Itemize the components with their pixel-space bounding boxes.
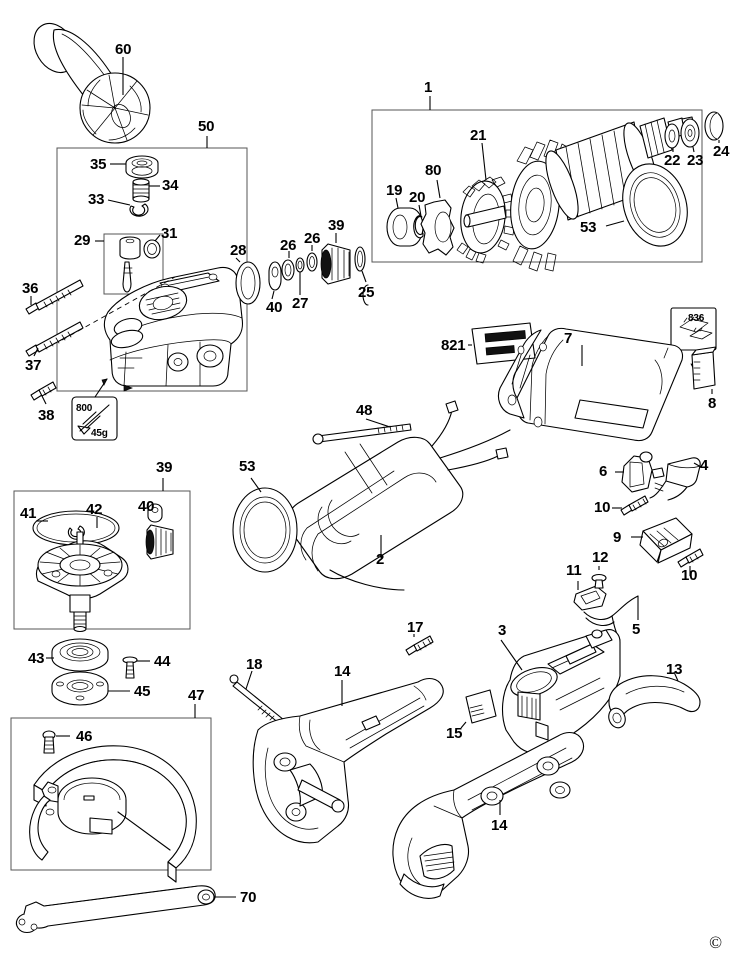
callout-24: 24	[713, 143, 730, 160]
callout-33: 33	[88, 191, 105, 208]
callout-50: 50	[198, 118, 215, 135]
callout-26b: 26	[304, 230, 321, 247]
callout-19: 19	[386, 182, 403, 199]
callout-60: 60	[115, 41, 132, 58]
callout-18: 18	[246, 656, 263, 673]
callout-22: 22	[664, 152, 681, 169]
callout-36: 36	[22, 280, 39, 297]
callout-41: 41	[20, 505, 37, 522]
callout-17: 17	[407, 619, 424, 636]
callout-5: 5	[632, 621, 641, 638]
callout-800-weight: 45g	[91, 428, 108, 439]
callout-21: 21	[470, 127, 487, 144]
callout-2: 2	[376, 551, 385, 568]
callout-10a: 10	[594, 499, 611, 516]
callout-40b: 40	[138, 498, 155, 515]
callout-12: 12	[592, 549, 609, 566]
callout-47: 47	[188, 687, 205, 704]
callout-10b: 10	[681, 567, 698, 584]
callout-38: 38	[38, 407, 55, 424]
callout-44: 44	[154, 653, 171, 670]
callout-13: 13	[666, 661, 683, 678]
callout-1: 1	[424, 79, 433, 96]
callout-821: 821	[441, 337, 466, 354]
callout-836: 836	[688, 313, 705, 324]
callout-8: 8	[708, 395, 717, 412]
callout-800: 800	[76, 403, 93, 414]
callout-34: 34	[162, 177, 179, 194]
callout-31: 31	[161, 225, 178, 242]
callout-53-box1: 53	[580, 219, 597, 236]
callout-48: 48	[356, 402, 373, 419]
callout-40: 40	[266, 299, 283, 316]
callout-26a: 26	[280, 237, 297, 254]
callout-7: 7	[564, 330, 573, 347]
callout-15: 15	[446, 725, 463, 742]
callout-37: 37	[25, 357, 42, 374]
callout-29: 29	[74, 232, 91, 249]
callout-39-gearbox: 39	[156, 459, 173, 476]
callout-9: 9	[613, 529, 622, 546]
callout-4: 4	[700, 457, 709, 474]
callout-43: 43	[28, 650, 45, 667]
callout-25: 25	[358, 284, 375, 301]
callout-20: 20	[409, 189, 426, 206]
callout-27: 27	[292, 295, 309, 312]
callout-70: 70	[240, 889, 257, 906]
copyright-mark: ©	[709, 933, 722, 952]
callout-80: 80	[425, 162, 442, 179]
callout-11: 11	[566, 562, 582, 579]
callout-39-pinion: 39	[328, 217, 345, 234]
callout-42: 42	[86, 501, 103, 518]
callout-28: 28	[230, 242, 247, 259]
callout-45: 45	[134, 683, 151, 700]
callout-46: 46	[76, 728, 93, 745]
callout-6: 6	[599, 463, 608, 480]
callout-23: 23	[687, 152, 704, 169]
callout-53-field: 53	[239, 458, 256, 475]
callout-14a: 14	[334, 663, 351, 680]
callout-35: 35	[90, 156, 107, 173]
callout-14b: 14	[491, 817, 508, 834]
callout-3: 3	[498, 622, 507, 639]
